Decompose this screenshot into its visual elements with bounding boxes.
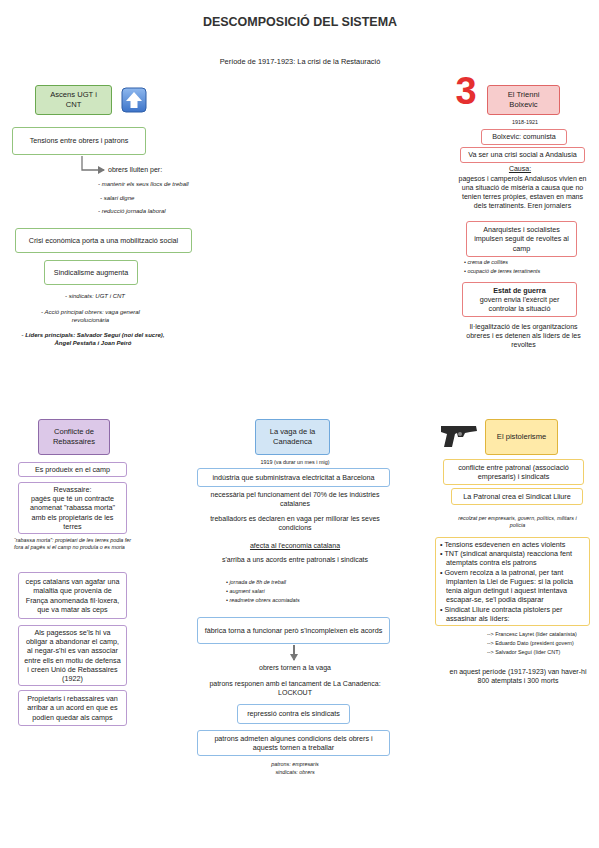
note-text: --> Eduardo Dato (president govern) [487,640,587,647]
gun-icon [441,426,477,447]
text-box: fàbrica torna a funcionar però s'incompl… [197,617,390,644]
text-box: Als pagessos se'ls hi va obligar a aband… [18,625,127,686]
node-text: repressió contra els sindicats [242,709,345,718]
note-text: • jornada de 8h de treball [226,579,376,586]
node-text: govern envia l'exèrcit per controlar la … [467,295,572,313]
note-text: treballadors es declaren en vaga per mil… [205,514,385,532]
note-text: --> Salvador Seguí (líder CNT) [487,649,587,656]
text-box: conflicte entre patronal (associació emp… [443,459,584,485]
node-text: Bolxevic: comunista [486,132,562,141]
node-text: Conflicte de Rebassaires [47,427,101,447]
note-text: --> Francesc Layret (líder catalanista) [487,631,587,638]
node-text: La Patronal crea el Sindicat Lliure [456,492,578,501]
text-box: Tensions entre obrers i patrons [12,127,146,155]
text-box: Es produeix en el camp [18,462,127,477]
text-box: Crisi econòmica porta a una mobilització… [15,228,192,253]
node-text: conflicte entre patronal (associació emp… [448,463,579,481]
text-box: • Tensions esdevenen en actes violents• … [435,537,590,626]
note-text: Il·legalització de les organitzacions ob… [466,322,581,349]
node-text: Anarquistes i socialistes impulsen segui… [471,225,572,253]
note-text: sindicats: obrers [235,769,355,776]
arrow-icon-bg [122,88,146,112]
note-text: 1919 (va durar un mes i mig) [225,459,365,466]
bullet-text: • Govern recolza a la patronal, per tant… [440,568,585,605]
note-text: obrers tornen a la vaga [215,663,375,672]
note-text: patrons responen amb el tancament de La … [205,679,385,697]
note-text: 1918-1921 [495,119,555,126]
gun-shape [441,426,477,447]
note-text: - salari digne [100,195,180,203]
node-text: Es produeix en el camp [23,465,122,474]
note-text: - reducció jornada laboral [98,208,208,216]
note-text: - sindicats: UGT i CNT [35,293,155,301]
text-box: Bolxevic: comunista [481,129,567,145]
leader-arrow [293,645,295,660]
note-text: s'arriba a uns acords entre patronals i … [220,555,370,564]
text-box: Sindicalisme augmenta [44,260,138,285]
text-box: Propietaris i rebassaires van arribar a … [18,690,127,726]
node-text: indústria que subministrava electricitat… [202,473,385,482]
text-box: indústria que subministrava electricitat… [197,468,390,487]
text-box: Anarquistes i socialistes impulsen segui… [466,221,577,257]
node-heading: Estat de guerra [467,286,572,295]
section-header-box: La vaga de la Canadenca [255,419,330,455]
leader-arrow [82,156,104,170]
bullet-text: • Sindicat Lliure contracta pistolers pe… [440,605,585,623]
note-text: patrons: empresaris [235,761,355,768]
note-text: “rabassa morta”: propietari de les terre… [14,537,134,551]
node-text: Ascens UGT i CNT [44,90,103,110]
diagram-title: DESCOMPOSICIÓ DEL SISTEMA [200,15,400,29]
note-text: afecta al l'economia catalana [225,541,365,550]
bullet-text: • TNT (sindicat anarquista) reacciona fe… [440,549,585,567]
note-text: necessària pel funcionament del 70% de l… [205,490,385,508]
node-text: El Trienni Bolxevic [496,90,551,110]
note-text: - mantenir els seus llocs de treball [98,181,218,189]
text-box: La Patronal crea el Sindicat Lliure [451,488,583,505]
note-text: obrers lluiten per: [108,165,198,174]
node-text: La vaga de la Canadenca [264,427,321,447]
node-text: pagès que té un contracte anomenat "raba… [23,494,122,531]
note-text: Causa: [495,164,545,173]
note-text: - Acció principal obrers: vaga general r… [28,309,153,325]
note-text: • ocupació de terres terratinents [464,268,589,275]
node-text: Sindicalisme augmenta [49,268,133,277]
section-header-box: El Trienni Bolxevic [487,85,560,115]
note-text: - Líders principals: Salvador Seguí (noi… [14,332,172,348]
note-text: en aquest període (1917-1923) van haver-… [443,667,593,685]
text-box: Va ser una crisi social a Andalusia [460,147,585,163]
section-header-box: Conflicte de Rebassaires [38,419,110,455]
note-text: recolzat per empresaris, govern, polític… [450,515,585,529]
node-text: Als pagessos se'ls hi va obligar a aband… [23,628,122,683]
node-text: Propietaris i rebassaires van arribar a … [23,694,122,722]
node-text: El pistolerisme [494,432,549,442]
section-header-box: Ascens UGT i CNT [35,85,112,115]
note-text: Període de 1917-1923: La crisi de la Res… [190,57,410,67]
node-text: patrons admeten algunes condicions dels … [202,734,385,752]
text-box: Estat de guerragovern envia l'exèrcit pe… [462,282,577,317]
note-text: • crema de collites [464,259,589,266]
callout-number: 3 [446,72,486,110]
text-box: ceps catalans van agafar una malaltia qu… [18,572,127,619]
node-text: Tensions entre obrers i patrons [17,136,141,145]
bullet-text: • Tensions esdevenen en actes violents [440,540,585,549]
up-arrow-icon [126,92,142,108]
note-text: • augment salari [226,588,376,595]
note-text: • readmetre obrers acomiadats [226,597,376,604]
node-heading: Revassaire: [23,485,122,494]
text-box: patrons admeten algunes condicions dels … [197,730,390,756]
note-text: pagesos i camperols Andalusos vivien en … [455,174,590,210]
node-text: fàbrica torna a funcionar però s'incompl… [202,626,385,635]
text-box: repressió contra els sindicats [237,704,350,724]
gun-detail [458,432,462,436]
node-text: Va ser una crisi social a Andalusia [465,150,580,159]
node-text: Crisi econòmica porta a una mobilització… [20,236,187,245]
section-header-box: El pistolerisme [485,419,558,455]
node-text: ceps catalans van agafar una malaltia qu… [23,577,122,614]
text-box: Revassaire:pagès que té un contracte ano… [18,482,127,534]
